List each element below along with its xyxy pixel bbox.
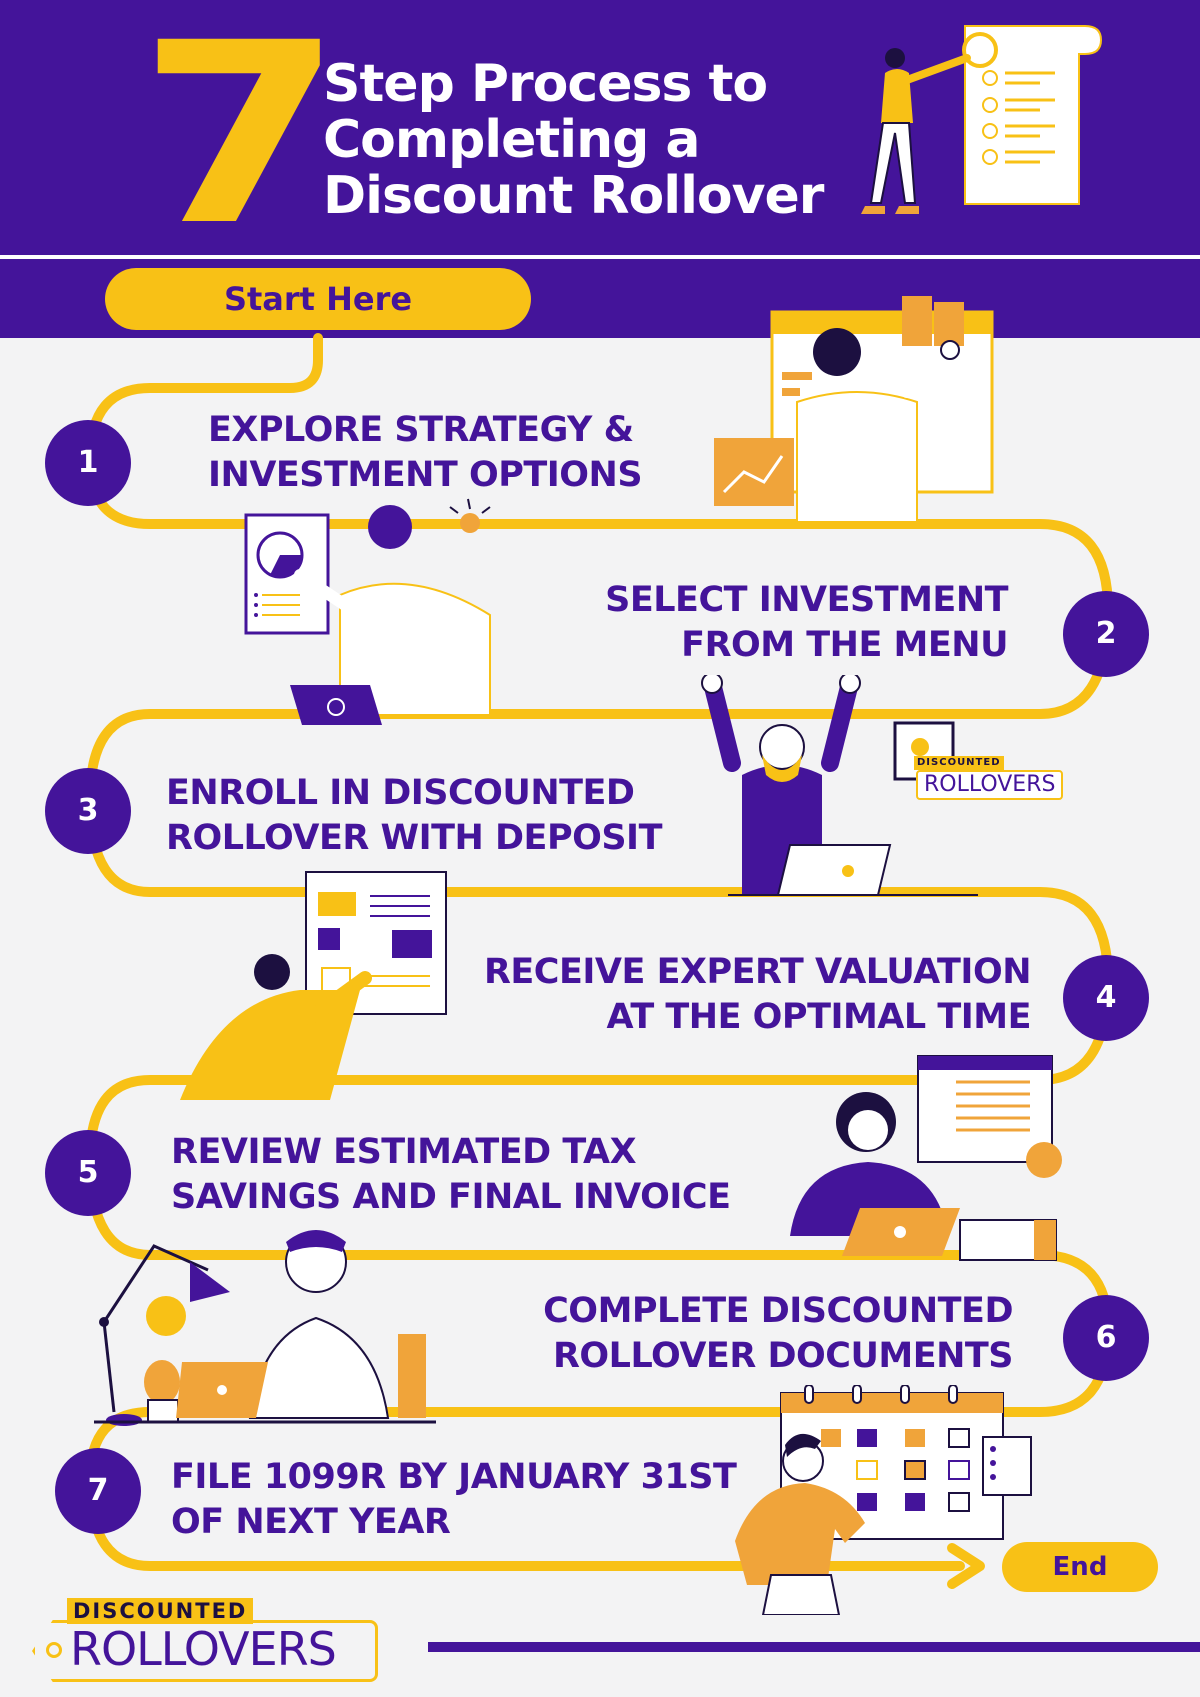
checklist-woman-illustration xyxy=(861,25,1103,214)
step-line: EXPLORE STRATEGY & xyxy=(208,410,634,450)
step-text-5: REVIEW ESTIMATED TAX SAVINGS AND FINAL I… xyxy=(171,1130,731,1220)
calendar-woman-illustration xyxy=(735,1385,1032,1615)
step-number-2: 2 xyxy=(1063,591,1149,677)
step-number-6: 6 xyxy=(1063,1295,1149,1381)
step-line: COMPLETE DISCOUNTED xyxy=(543,1291,1013,1331)
title-line: Completing a xyxy=(323,110,701,170)
end-button[interactable]: End xyxy=(1002,1542,1158,1592)
step-line: SAVINGS AND FINAL INVOICE xyxy=(171,1177,731,1217)
step-text-6: COMPLETE DISCOUNTED ROLLOVER DOCUMENTS xyxy=(543,1289,1013,1379)
step-number-5: 5 xyxy=(45,1130,131,1216)
footer-divider xyxy=(428,1642,1200,1652)
logo-tag-hole xyxy=(46,1642,62,1658)
step-line: FROM THE MENU xyxy=(681,625,1008,665)
step-text-4: RECEIVE EXPERT VALUATION AT THE OPTIMAL … xyxy=(483,950,1032,1040)
step-line: ROLLOVER DOCUMENTS xyxy=(552,1336,1014,1376)
step-text-2: SELECT INVESTMENT FROM THE MENU xyxy=(605,578,1008,668)
enroll-man-illustration xyxy=(701,675,978,896)
valuation-man-illustration xyxy=(180,871,447,1100)
start-here-button[interactable]: Start Here xyxy=(105,268,531,330)
step-line: FILE 1099R BY JANUARY 31ST xyxy=(171,1457,737,1497)
big-seven: 7 xyxy=(138,0,343,280)
step-line: SELECT INVESTMENT xyxy=(605,580,1008,620)
logo-top-text: DISCOUNTED xyxy=(67,1598,254,1624)
step-number-3: 3 xyxy=(45,768,131,854)
step-number-7: 7 xyxy=(55,1448,141,1534)
step-text-3: ENROLL IN DISCOUNTED ROLLOVER WITH DEPOS… xyxy=(166,771,662,861)
step-line: OF NEXT YEAR xyxy=(171,1502,451,1542)
title-line: Discount Rollover xyxy=(323,166,824,226)
step-line: ROLLOVER WITH DEPOSIT xyxy=(166,818,662,858)
title-line: Step Process to xyxy=(323,54,768,114)
step-text-7: FILE 1099R BY JANUARY 31ST OF NEXT YEAR xyxy=(171,1455,737,1545)
badge-top-text: DISCOUNTED xyxy=(914,756,1004,770)
page-title: Step Process to Completing a Discount Ro… xyxy=(323,56,843,224)
strategy-man-illustration xyxy=(714,296,994,523)
step-line: REVIEW ESTIMATED TAX xyxy=(171,1132,637,1172)
badge-main-text: ROLLOVERS xyxy=(916,770,1064,800)
step-text-1: EXPLORE STRATEGY & INVESTMENT OPTIONS xyxy=(208,408,643,498)
documents-man-illustration xyxy=(94,1230,436,1426)
rollovers-badge: DISCOUNTED ROLLOVERS xyxy=(902,756,1064,802)
step-line: AT THE OPTIMAL TIME xyxy=(606,997,1031,1037)
step-line: INVESTMENT OPTIONS xyxy=(208,455,643,495)
step-line: ENROLL IN DISCOUNTED xyxy=(166,773,635,813)
step-number-4: 4 xyxy=(1063,955,1149,1041)
step-number-1: 1 xyxy=(45,420,131,506)
company-logo: DISCOUNTED ROLLOVERS xyxy=(32,1598,378,1682)
logo-main-text: ROLLOVERS xyxy=(70,1622,337,1676)
invoice-woman-illustration xyxy=(790,1055,1062,1261)
step-line: RECEIVE EXPERT VALUATION xyxy=(483,952,1032,992)
header-divider xyxy=(0,255,1200,259)
menu-man-illustration xyxy=(244,498,491,725)
